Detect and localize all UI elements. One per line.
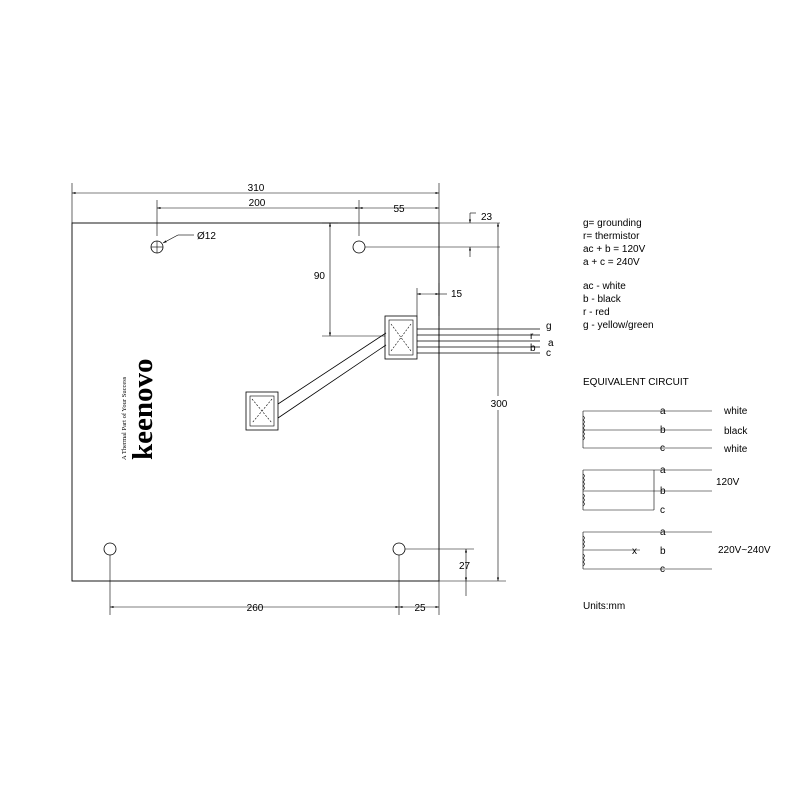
wire-label-b: b <box>530 343 536 354</box>
svg-text:b: b <box>660 486 666 497</box>
lead-wires: g r a b c <box>417 321 554 359</box>
svg-text:220V~240V: 220V~240V <box>718 545 771 556</box>
thermistor-cable <box>277 332 387 419</box>
svg-text:r= thermistor: r= thermistor <box>583 231 640 242</box>
svg-text:a: a <box>660 406 666 417</box>
wire-label-a: a <box>548 338 554 349</box>
brand-name: keenovo <box>127 359 159 461</box>
junction-box <box>384 315 418 360</box>
svg-text:25: 25 <box>414 603 426 614</box>
dimension-hole-diameter: Ø12 <box>162 231 216 244</box>
dimension-23: 23 <box>365 212 500 257</box>
brand-tagline: A Thermal Part of Your Success <box>121 376 128 460</box>
brand-logo: keenovo A Thermal Part of Your Success <box>121 359 159 461</box>
svg-text:55: 55 <box>393 204 405 215</box>
svg-text:x: x <box>632 546 637 557</box>
dimension-200-55: 200 55 <box>156 198 439 236</box>
svg-text:120V: 120V <box>716 477 740 488</box>
circuit-diagram-2: a b c 120V <box>582 465 740 516</box>
svg-text:r - red: r - red <box>583 307 610 318</box>
svg-text:260: 260 <box>247 603 264 614</box>
svg-text:Ø12: Ø12 <box>197 231 216 242</box>
svg-text:15: 15 <box>451 289 463 300</box>
svg-text:a + c = 240V: a + c = 240V <box>583 257 640 268</box>
svg-text:c: c <box>660 443 665 454</box>
svg-text:310: 310 <box>248 183 265 194</box>
svg-text:c: c <box>660 564 665 575</box>
mounting-hole-top-right <box>352 240 366 254</box>
svg-text:g= grounding: g= grounding <box>583 218 642 229</box>
wire-label-c: c <box>546 348 551 359</box>
svg-text:200: 200 <box>249 198 266 209</box>
wire-label-r: r <box>530 331 534 342</box>
thermistor-box <box>245 391 279 431</box>
svg-text:ac - white: ac - white <box>583 281 626 292</box>
svg-text:a: a <box>660 465 666 476</box>
svg-text:white: white <box>723 406 748 417</box>
dimension-260-25: 260 25 <box>109 555 440 615</box>
svg-text:b: b <box>660 546 666 557</box>
circuit-title: EQUIVALENT CIRCUIT <box>583 377 689 388</box>
svg-text:90: 90 <box>314 271 326 282</box>
svg-text:white: white <box>723 444 748 455</box>
dimension-15: 15 <box>416 283 463 316</box>
heater-plate <box>71 222 440 582</box>
units-note: Units:mm <box>583 601 625 612</box>
svg-text:b: b <box>660 425 666 436</box>
dimension-300: 300 <box>439 223 508 582</box>
svg-text:a: a <box>660 527 666 538</box>
svg-text:23: 23 <box>481 212 493 223</box>
wire-label-g: g <box>546 321 552 332</box>
circuit-diagram-1: a b c white black white <box>582 406 748 455</box>
svg-text:black: black <box>724 426 748 437</box>
mounting-hole-bottom-left <box>103 542 117 556</box>
dimension-90: 90 <box>314 222 385 337</box>
svg-text:c: c <box>660 505 665 516</box>
svg-text:b - black: b - black <box>583 294 622 305</box>
mounting-hole-bottom-right <box>392 542 406 556</box>
circuit-diagram-3: x a b c 220V~240V <box>582 527 771 575</box>
dimension-310: 310 <box>71 183 440 223</box>
wire-code-legend: g= grounding r= thermistor ac + b = 120V… <box>583 218 646 268</box>
svg-text:300: 300 <box>491 399 508 410</box>
wire-color-legend: ac - white b - black r - red g - yellow/… <box>583 281 654 331</box>
svg-text:g - yellow/green: g - yellow/green <box>583 320 654 331</box>
svg-text:ac + b = 120V: ac + b = 120V <box>583 244 646 255</box>
dimension-27: 27 <box>405 548 474 596</box>
svg-text:27: 27 <box>459 561 471 572</box>
